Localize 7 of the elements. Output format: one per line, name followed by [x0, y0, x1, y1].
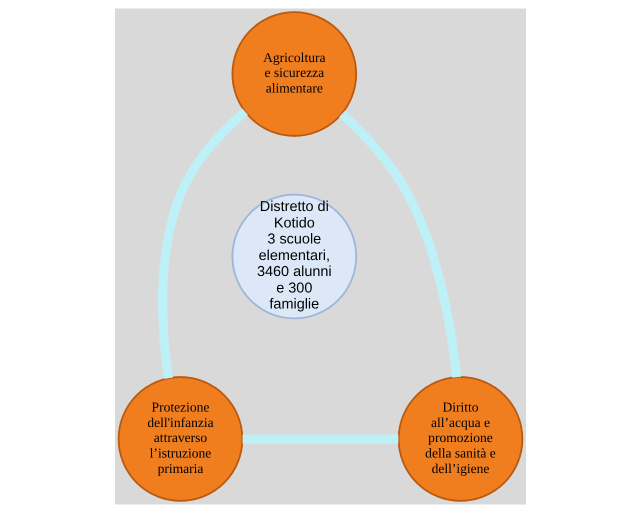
- connector: [338, 110, 461, 378]
- node-circle: Agricoltura e sicurezza alimentare: [231, 11, 357, 137]
- connector: [158, 108, 248, 379]
- connector: [242, 434, 398, 444]
- node-circle: Protezione dell'infanzia attraverso l’istruzione primaria: [117, 376, 243, 502]
- node-circle: Distretto di Kotido 3 scuole elementari, 3460 alunni e 300 famiglie: [231, 194, 357, 320]
- node-circle: Diritto all’acqua e promozione della sanità e dell’igiene: [397, 376, 523, 502]
